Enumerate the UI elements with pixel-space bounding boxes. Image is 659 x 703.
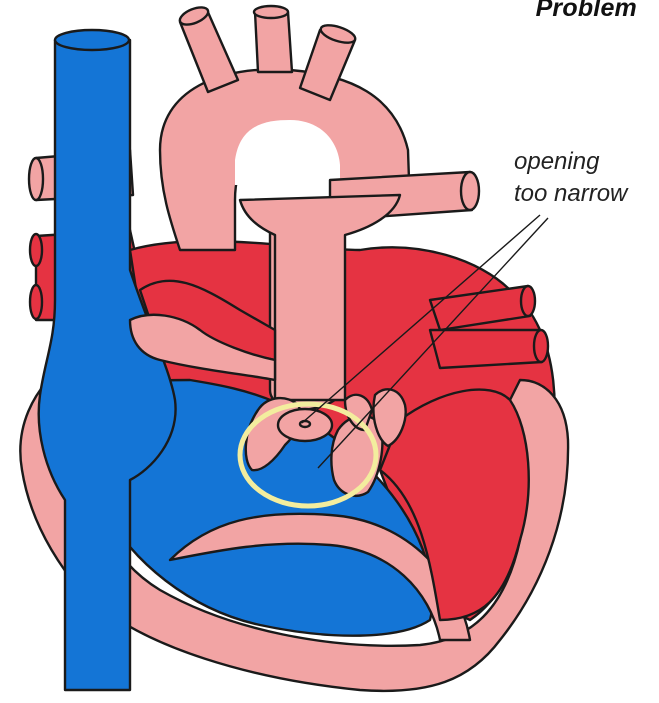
page-title: Problem <box>536 0 637 23</box>
annotation-line-2: too narrow <box>514 178 627 210</box>
annotation-label: opening too narrow <box>514 146 627 210</box>
annotation-line-1: opening <box>514 146 627 178</box>
vena-cava-top <box>55 30 129 50</box>
